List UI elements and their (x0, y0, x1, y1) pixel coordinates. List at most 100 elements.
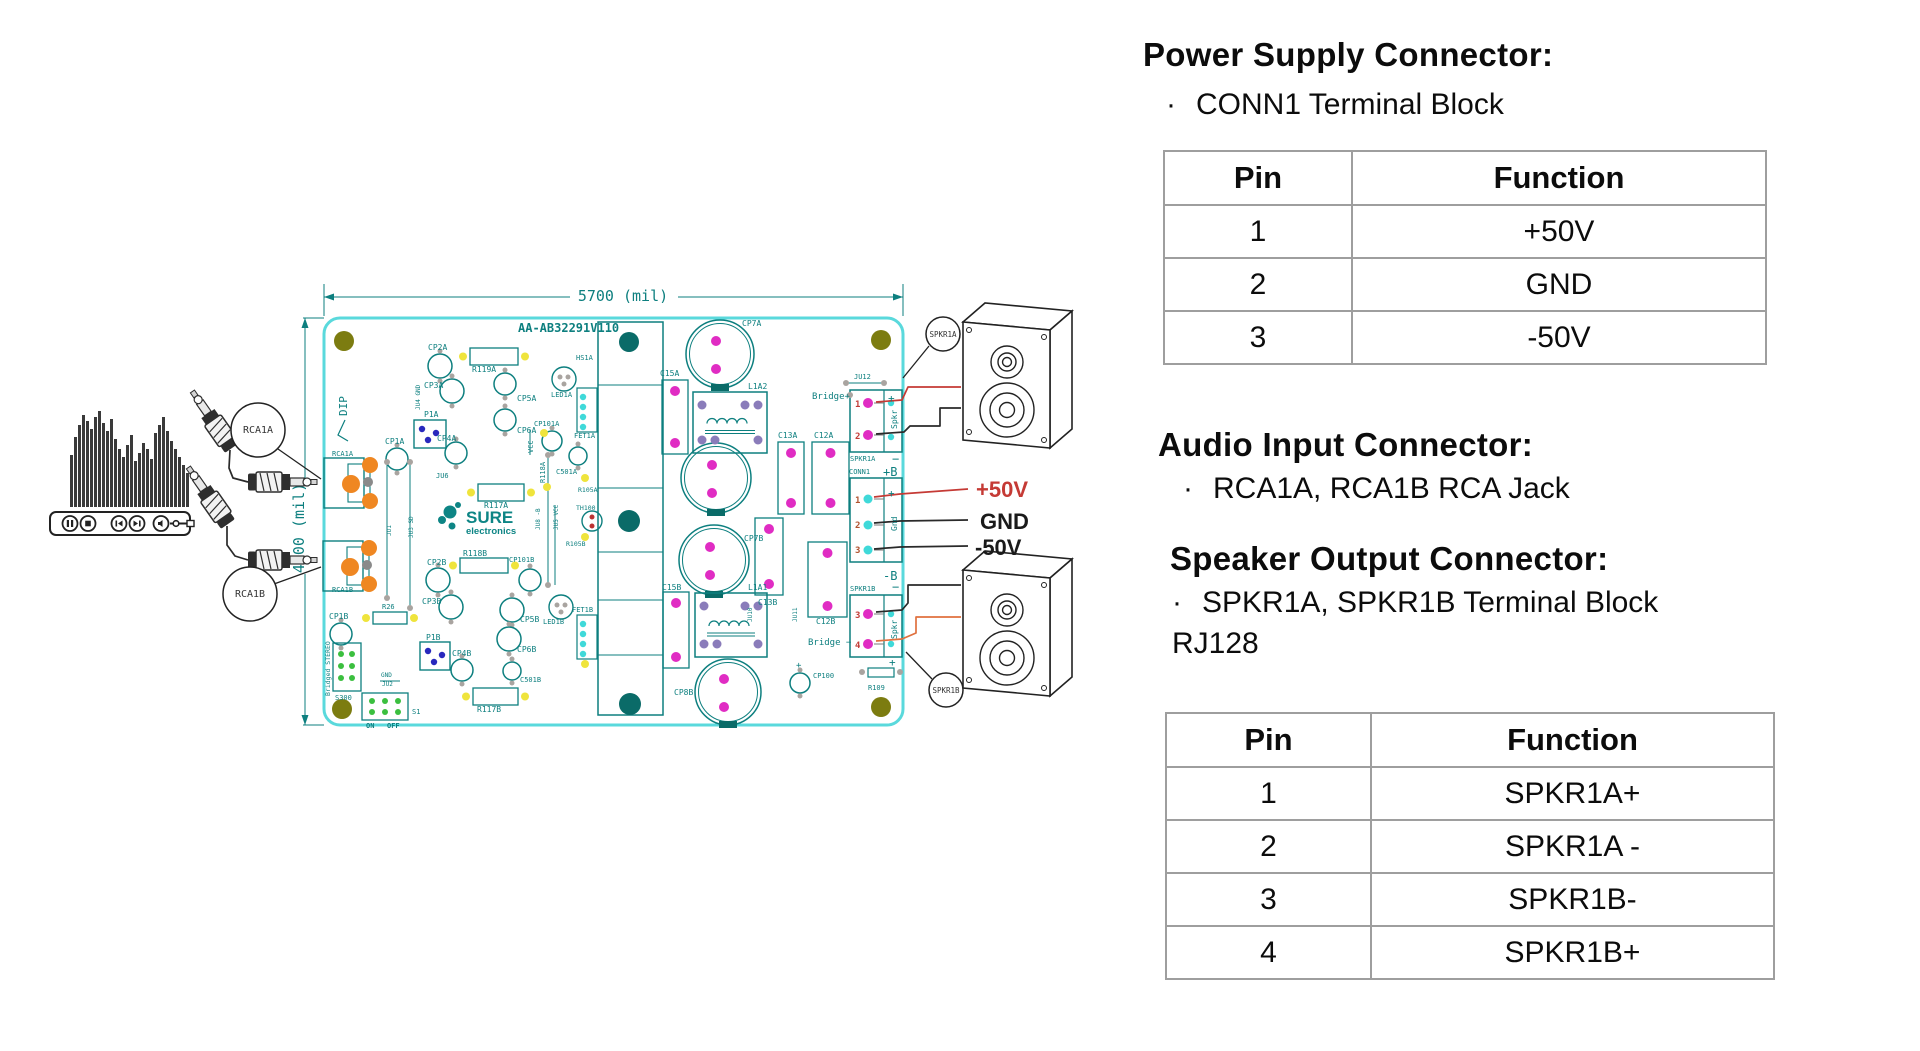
svg-text:P1B: P1B (426, 633, 441, 642)
svg-text:1: 1 (855, 400, 860, 410)
svg-text:R109: R109 (868, 684, 885, 692)
svg-text:CP6A: CP6A (517, 426, 536, 435)
table-cell: +50V (1351, 204, 1767, 259)
svg-text:CP100: CP100 (813, 672, 834, 680)
svg-text:FET1A: FET1A (574, 432, 596, 440)
svg-text:R118A: R118A (539, 461, 547, 483)
speaker-illustration (961, 550, 1074, 698)
table-cell: -50V (1351, 310, 1767, 365)
svg-text:JU1: JU1 (386, 525, 393, 536)
bullet-glyph: · (1183, 472, 1193, 505)
svg-text:3: 3 (855, 546, 860, 556)
svg-text:SPKR1B: SPKR1B (850, 585, 875, 593)
column-header: Function (1370, 712, 1775, 768)
previous-icon (110, 515, 128, 532)
svg-text:C12B: C12B (816, 617, 835, 626)
table-cell: SPKR1B+ (1370, 925, 1775, 980)
next-icon (128, 515, 146, 532)
svg-text:CP4A: CP4A (437, 434, 456, 443)
svg-text:5700 (mil): 5700 (mil) (578, 287, 668, 305)
svg-text:JU10: JU10 (747, 607, 754, 622)
svg-text:P1A: P1A (424, 410, 439, 419)
svg-text:JU4 GND: JU4 GND (415, 384, 422, 410)
column-header: Pin (1163, 150, 1353, 206)
dimension-annotations: 5700 (mil)4000 (mil) (290, 284, 904, 726)
svg-text:JU8 -B: JU8 -B (535, 508, 542, 530)
callout-spkr1b: SPKR1B (905, 651, 964, 708)
svg-text:SPKR1B: SPKR1B (932, 686, 960, 695)
svg-text:−: − (892, 452, 899, 466)
svg-text:TH100: TH100 (576, 504, 596, 512)
svg-text:CP3A: CP3A (424, 381, 443, 390)
svg-text:C501B: C501B (520, 676, 541, 684)
svg-text:Gnd: Gnd (890, 516, 899, 531)
svg-text:Bridge −: Bridge − (808, 638, 852, 648)
callout-rca1a: RCA1A (230, 402, 322, 480)
table-cell: 4 (1165, 925, 1372, 980)
table-row: 3-50V (1163, 310, 1767, 365)
svg-text:R117B: R117B (477, 705, 501, 714)
column-header: Pin (1165, 712, 1372, 768)
svg-text:−: − (892, 580, 899, 594)
heatsink (597, 321, 664, 716)
svg-text:CP101A: CP101A (534, 420, 560, 428)
svg-text:R119A: R119A (472, 365, 496, 374)
table-cell: 3 (1163, 310, 1353, 365)
svg-text:CP4B: CP4B (452, 649, 471, 658)
svg-text:FET1B: FET1B (572, 606, 593, 614)
wire-label: -50V (975, 535, 1022, 560)
svg-text:JU3 SD: JU3 SD (408, 516, 415, 538)
svg-text:R118B: R118B (463, 549, 487, 558)
table-cell: GND (1351, 257, 1767, 312)
svg-text:R26: R26 (382, 603, 395, 611)
silkscreen-labels: AA-AB32291V110DIPCP2AR119ACP3ACP5ACP6ACP… (324, 319, 899, 730)
table-cell: 2 (1165, 819, 1372, 874)
power-supply-title: Power Supply Connector: (1143, 36, 1554, 73)
svg-text:C13B: C13B (758, 598, 777, 607)
svg-text:CONN1: CONN1 (849, 468, 870, 476)
svg-text:S300: S300 (335, 694, 352, 702)
svg-text:L1A2: L1A2 (748, 382, 767, 391)
table-cell: 2 (1163, 257, 1353, 312)
svg-text:RCA1B: RCA1B (235, 589, 265, 600)
audio-plug-icon (189, 389, 239, 453)
svg-text:CP7B: CP7B (744, 534, 763, 543)
callout-rca1b: RCA1B (222, 566, 322, 622)
svg-text:+: + (796, 661, 802, 671)
audio-plug-icon (185, 465, 235, 529)
power-supply-item: · CONN1 Terminal Block (1166, 84, 1504, 125)
svg-text:LED1A: LED1A (551, 391, 573, 399)
jumper-traces (380, 382, 884, 682)
bullet-glyph: · (1166, 88, 1176, 121)
audio-plug-icon (248, 471, 318, 493)
svg-text:3: 3 (855, 611, 860, 621)
svg-text:RCA1A: RCA1A (332, 450, 354, 458)
svg-text:C13A: C13A (778, 431, 797, 440)
svg-text:CP5A: CP5A (517, 394, 536, 403)
audio-input-item-text: RCA1A, RCA1B RCA Jack (1213, 472, 1570, 505)
svg-text:CP2B: CP2B (427, 558, 446, 567)
svg-text:2: 2 (855, 432, 860, 442)
svg-text:S1: S1 (412, 708, 420, 716)
svg-text:GND: GND (381, 672, 392, 679)
svg-text:C15A: C15A (660, 369, 679, 378)
wire-label: GND (980, 509, 1029, 534)
svg-text:+: + (888, 487, 895, 500)
volume-icon (152, 515, 170, 532)
power-supply-item-text: CONN1 Terminal Block (1196, 88, 1504, 121)
svg-text:JU2: JU2 (382, 681, 393, 688)
svg-text:C501A: C501A (556, 468, 578, 476)
speaker-output-title: Speaker Output Connector: (1170, 540, 1609, 577)
svg-text:LED1B: LED1B (543, 618, 564, 626)
svg-text:CP1B: CP1B (329, 612, 348, 621)
svg-text:CP3B: CP3B (422, 597, 441, 606)
wire-label: +50V (976, 477, 1028, 502)
svg-text:+: + (888, 392, 895, 405)
svg-text:SURE: SURE (466, 508, 513, 527)
silkscreen-components (322, 319, 903, 728)
svg-text:Spkr: Spkr (890, 620, 899, 639)
